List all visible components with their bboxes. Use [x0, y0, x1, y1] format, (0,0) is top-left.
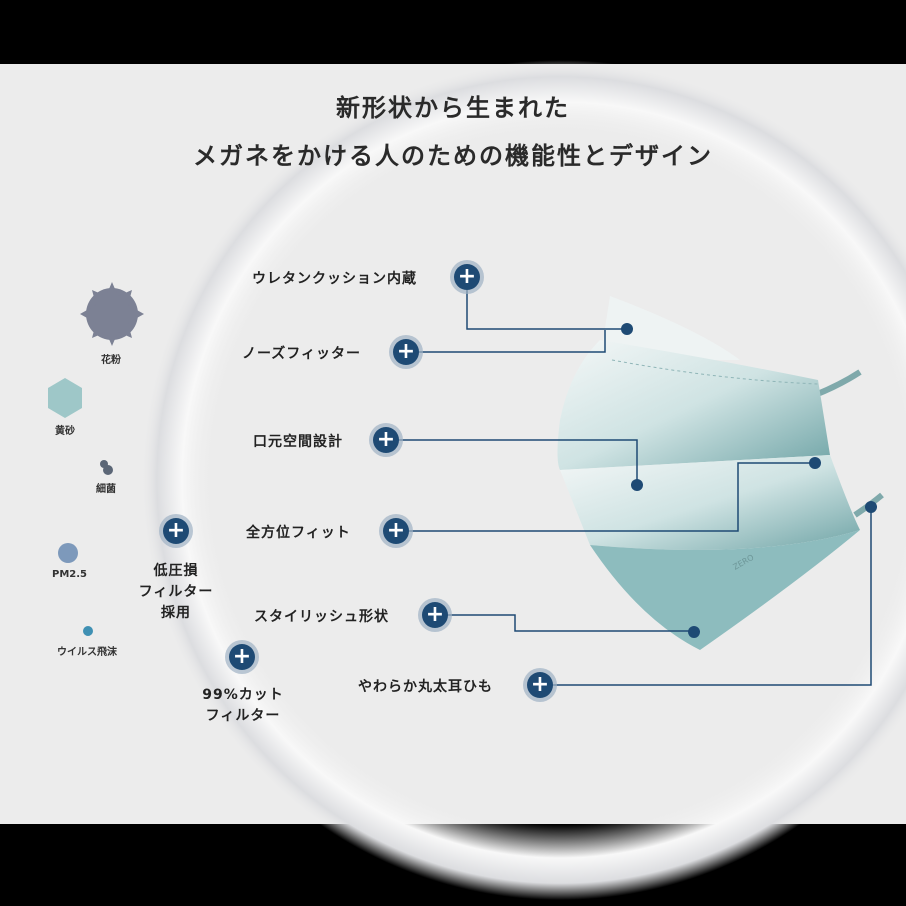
nose-fitter-plus-button[interactable]: +	[393, 339, 419, 365]
virus-droplet-icon	[83, 626, 93, 636]
yellow-sand-icon	[48, 378, 82, 418]
bacteria-icon	[100, 460, 113, 475]
urethane-plus-button[interactable]: +	[454, 264, 480, 290]
low-pressure-filter-plus-button[interactable]: +	[163, 518, 189, 544]
title-line-1: 新形状から生まれた	[336, 94, 570, 122]
cut-filter-plus-button[interactable]: +	[229, 644, 255, 670]
mask-image: ZERO	[557, 296, 860, 650]
label-line: 99%カット	[202, 687, 284, 703]
particle-label-yellow-sand: 黄砂	[55, 426, 75, 437]
particle-label-pm25: PM2.5	[52, 569, 87, 580]
background-arc	[140, 60, 906, 900]
feature-label-fit: 全方位フィット	[246, 525, 351, 541]
label-line: フィルター	[138, 584, 214, 600]
particle-label-bacteria: 細菌	[96, 484, 116, 495]
pollen-icon	[80, 282, 144, 346]
feature-label-nose-fitter: ノーズフィッター	[242, 346, 362, 362]
title-line-2: メガネをかける人のための機能性とデザイン	[193, 142, 713, 170]
mouth-space-plus-button[interactable]: +	[373, 427, 399, 453]
stylish-plus-button[interactable]: +	[422, 602, 448, 628]
label-line: フィルター	[205, 708, 281, 724]
connector-lines	[386, 290, 872, 686]
low-pressure-filter-label: 低圧損 フィルター 採用	[126, 561, 226, 624]
pm25-icon	[58, 543, 78, 563]
particle-label-pollen: 花粉	[101, 355, 121, 366]
fit-plus-button[interactable]: +	[383, 518, 409, 544]
ear-loop-plus-button[interactable]: +	[527, 672, 553, 698]
feature-label-mouth-space: 口元空間設計	[253, 434, 343, 450]
callout-dots	[621, 323, 877, 638]
label-line: 採用	[161, 605, 191, 621]
feature-label-urethane: ウレタンクッション内蔵	[252, 271, 417, 287]
label-line: 低圧損	[153, 563, 199, 579]
feature-label-stylish: スタイリッシュ形状	[254, 609, 389, 625]
cut-filter-label: 99%カット フィルター	[188, 685, 298, 727]
feature-label-ear-loop: やわらか丸太耳ひも	[358, 679, 493, 695]
particle-label-virus: ウイルス飛沫	[57, 647, 117, 658]
